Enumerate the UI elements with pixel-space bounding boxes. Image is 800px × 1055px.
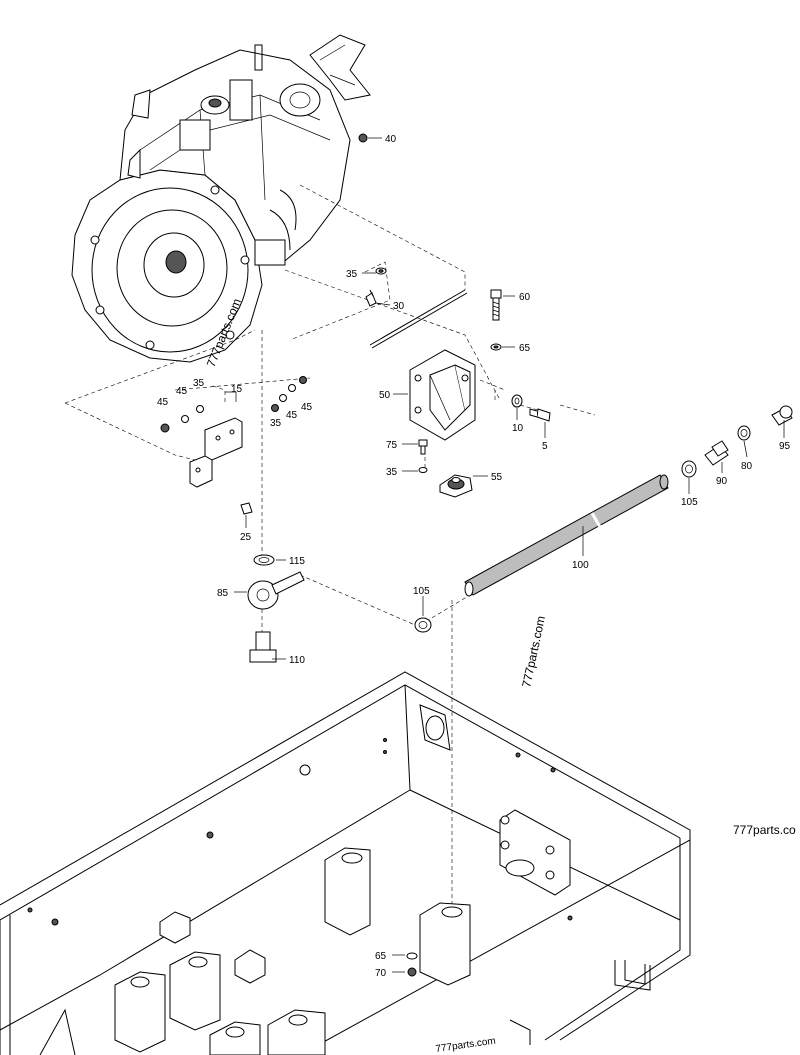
part-10-washer [511, 394, 523, 408]
callout-30: 30 [393, 301, 405, 312]
part-85-banjo [247, 571, 305, 610]
callout-65-bottom: 65 [375, 951, 387, 962]
part-75-bolt [418, 439, 428, 455]
part-70-nut [407, 967, 417, 977]
engine-assembly [71, 34, 371, 363]
part-35-washer-mid [418, 467, 428, 473]
callout-15: 15 [231, 384, 243, 395]
callout-60: 60 [519, 292, 531, 303]
part-30-bolt [365, 289, 377, 307]
part-90-fitting [704, 440, 729, 466]
callout-75: 75 [386, 440, 398, 451]
part-110-bolt [249, 631, 277, 663]
part-25-bolt [240, 502, 253, 515]
left-nuts [160, 376, 307, 433]
callout-115: 115 [289, 556, 305, 567]
callout-35-mid: 35 [270, 418, 282, 429]
callout-25: 25 [240, 532, 252, 543]
part-105-clamp-right [681, 460, 697, 478]
callout-100: 100 [572, 560, 589, 571]
part-55-mount [439, 474, 473, 498]
callout-65: 65 [519, 343, 531, 354]
callout-45-d: 45 [286, 410, 298, 421]
callout-35-left: 35 [193, 378, 205, 389]
watermark-bottom: 777parts.com [435, 1036, 497, 1055]
part-60-bolt [490, 289, 502, 321]
part-50-bracket [409, 349, 476, 441]
callout-105-right: 105 [681, 497, 698, 508]
part-95-plug [771, 405, 793, 426]
part-40-nut [358, 133, 368, 143]
support-rod [369, 289, 466, 346]
callout-40: 40 [385, 134, 397, 145]
watermark-right: 777parts.co [733, 823, 796, 837]
callout-10: 10 [512, 423, 524, 434]
callout-45-a: 45 [176, 386, 188, 397]
part-115-washer [253, 554, 275, 566]
callout-labels: 40 35 30 60 65 50 15 35 45 45 45 35 45 4… [157, 134, 791, 979]
callout-80: 80 [741, 461, 753, 472]
callout-45-b: 45 [157, 397, 169, 408]
part-15-bracket [189, 417, 243, 488]
callout-70: 70 [375, 968, 387, 979]
callout-35-low: 35 [386, 467, 398, 478]
part-80-washer [737, 425, 751, 441]
callout-35-top: 35 [346, 269, 358, 280]
assembly-guide-lines [64, 184, 596, 965]
callout-45-c: 45 [301, 402, 313, 413]
callout-110: 110 [289, 655, 305, 666]
callout-50: 50 [379, 390, 391, 401]
part-105-clamp-left [414, 617, 432, 633]
part-35-washer-top [375, 267, 387, 275]
callout-85: 85 [217, 588, 229, 599]
chassis-frame [0, 671, 691, 1055]
part-65-washer-bottom [406, 952, 418, 960]
callout-5: 5 [542, 441, 548, 452]
callout-95: 95 [779, 441, 791, 452]
part-65-washer [490, 343, 502, 351]
part-5-bolt [529, 408, 551, 422]
callout-105-left: 105 [413, 586, 430, 597]
part-100-tube [464, 474, 669, 597]
callout-55: 55 [491, 472, 503, 483]
callout-90: 90 [716, 476, 728, 487]
callout-leaders [225, 137, 785, 973]
watermark-tube: 777parts.com [519, 615, 548, 689]
